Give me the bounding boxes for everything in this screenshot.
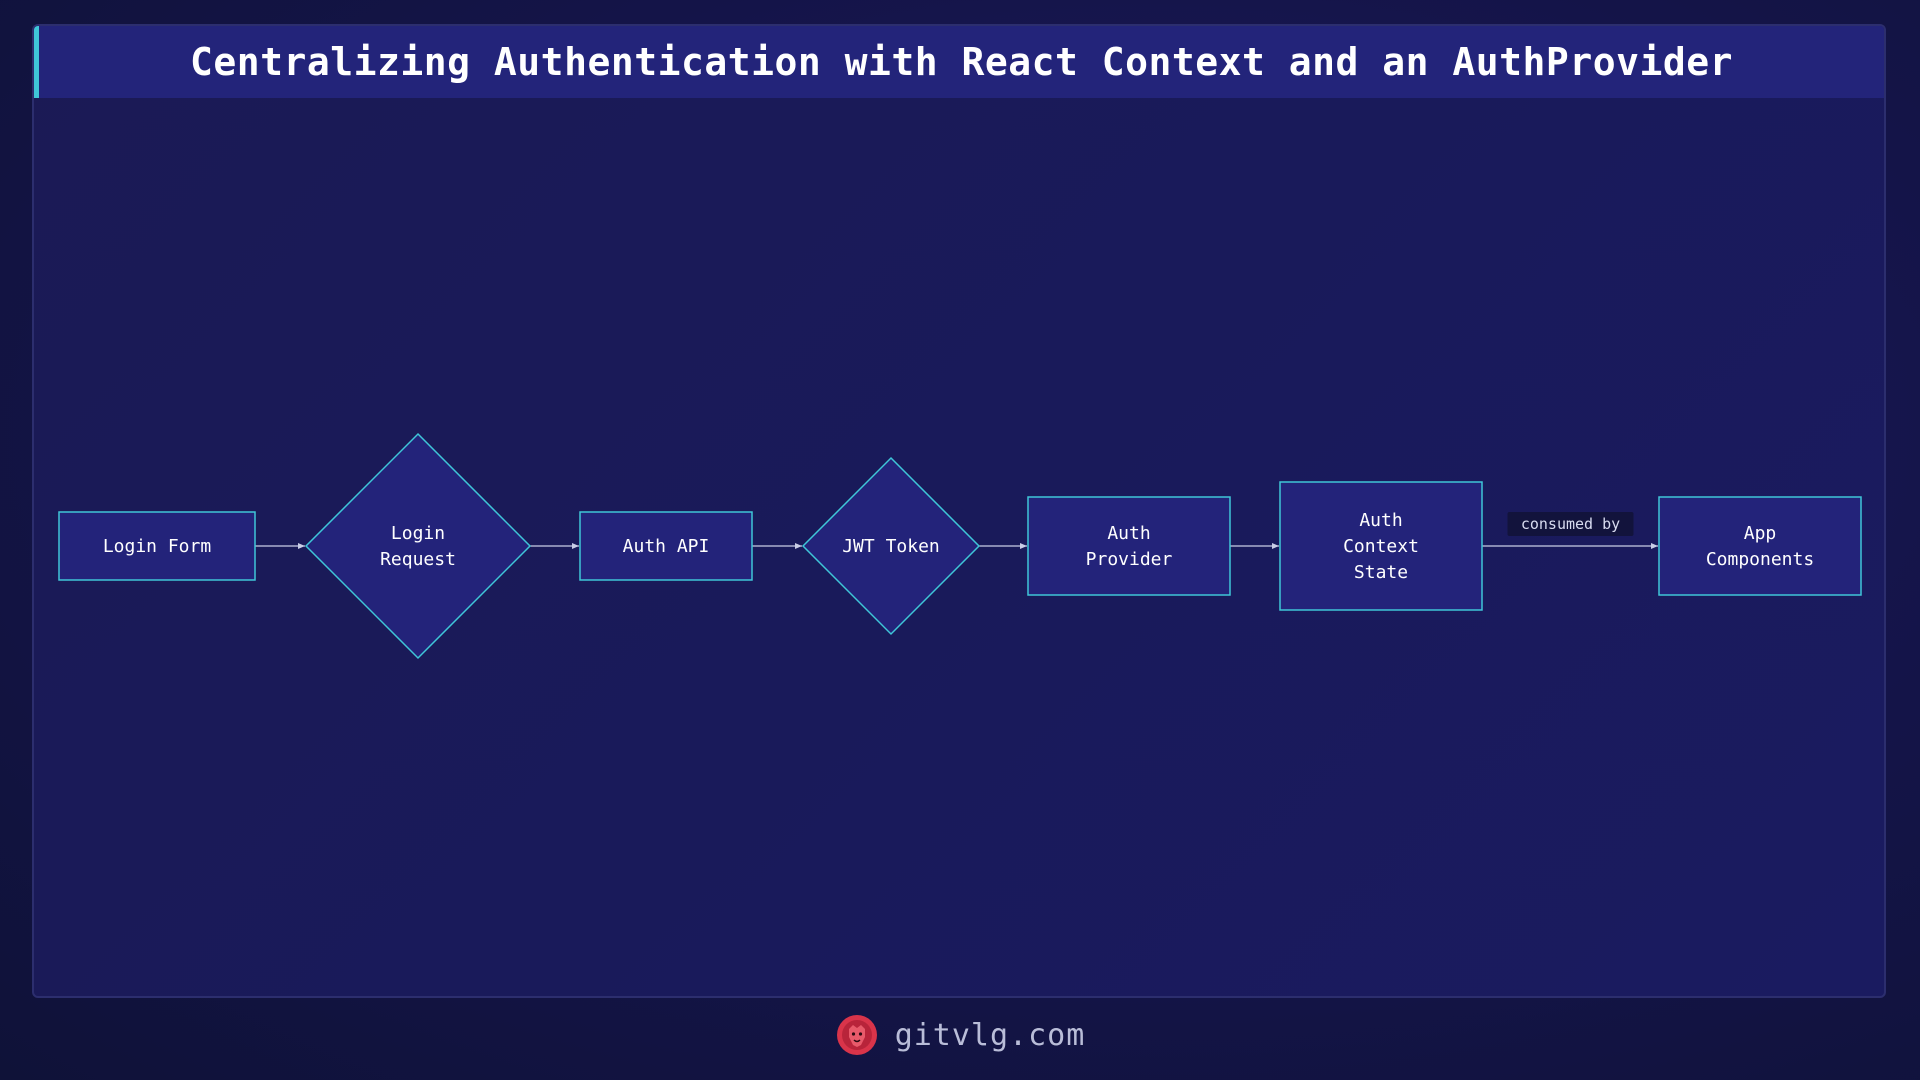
node-shape-rect — [58, 511, 256, 581]
node-jwt-token: JWT Token — [801, 456, 981, 636]
node-label: Context — [1343, 536, 1419, 557]
node-auth-provider: AuthProvider — [1027, 496, 1231, 596]
node-label: Login — [391, 523, 445, 544]
lion-logo-icon — [836, 1015, 877, 1055]
edge-label-background — [1507, 512, 1634, 536]
node-shape-diamond — [304, 432, 532, 660]
node-label: Request — [380, 549, 456, 570]
node-label: Provider — [1086, 549, 1173, 570]
node-label: Auth API — [623, 536, 710, 557]
node-label: Auth — [1359, 510, 1402, 531]
node-label: Components — [1706, 549, 1814, 570]
node-login-form: Login Form — [58, 511, 256, 581]
node-shape-diamond — [801, 456, 981, 636]
title-bar: Centralizing Authentication with React C… — [34, 26, 1884, 98]
node-label: Login Form — [103, 536, 211, 557]
edge-label: consumed by — [1521, 515, 1620, 533]
page-title: Centralizing Authentication with React C… — [190, 40, 1733, 84]
node-shape-rect — [1027, 496, 1231, 596]
edge-auth-context-state-to-app-components: consumed by — [1482, 512, 1658, 549]
node-auth-api: Auth API — [579, 511, 753, 581]
node-shape-rect — [1658, 496, 1862, 596]
node-label: Auth — [1107, 523, 1150, 544]
node-shape-rect — [1279, 481, 1483, 611]
node-label: State — [1354, 562, 1408, 583]
edges-layer: consumed by — [255, 512, 1658, 549]
node-label: App — [1744, 523, 1777, 544]
footer-site-text: gitvlg.com — [894, 1017, 1086, 1053]
node-shape-rect — [579, 511, 753, 581]
footer: gitvlg.com — [0, 1010, 1920, 1060]
node-label: JWT Token — [842, 536, 940, 557]
